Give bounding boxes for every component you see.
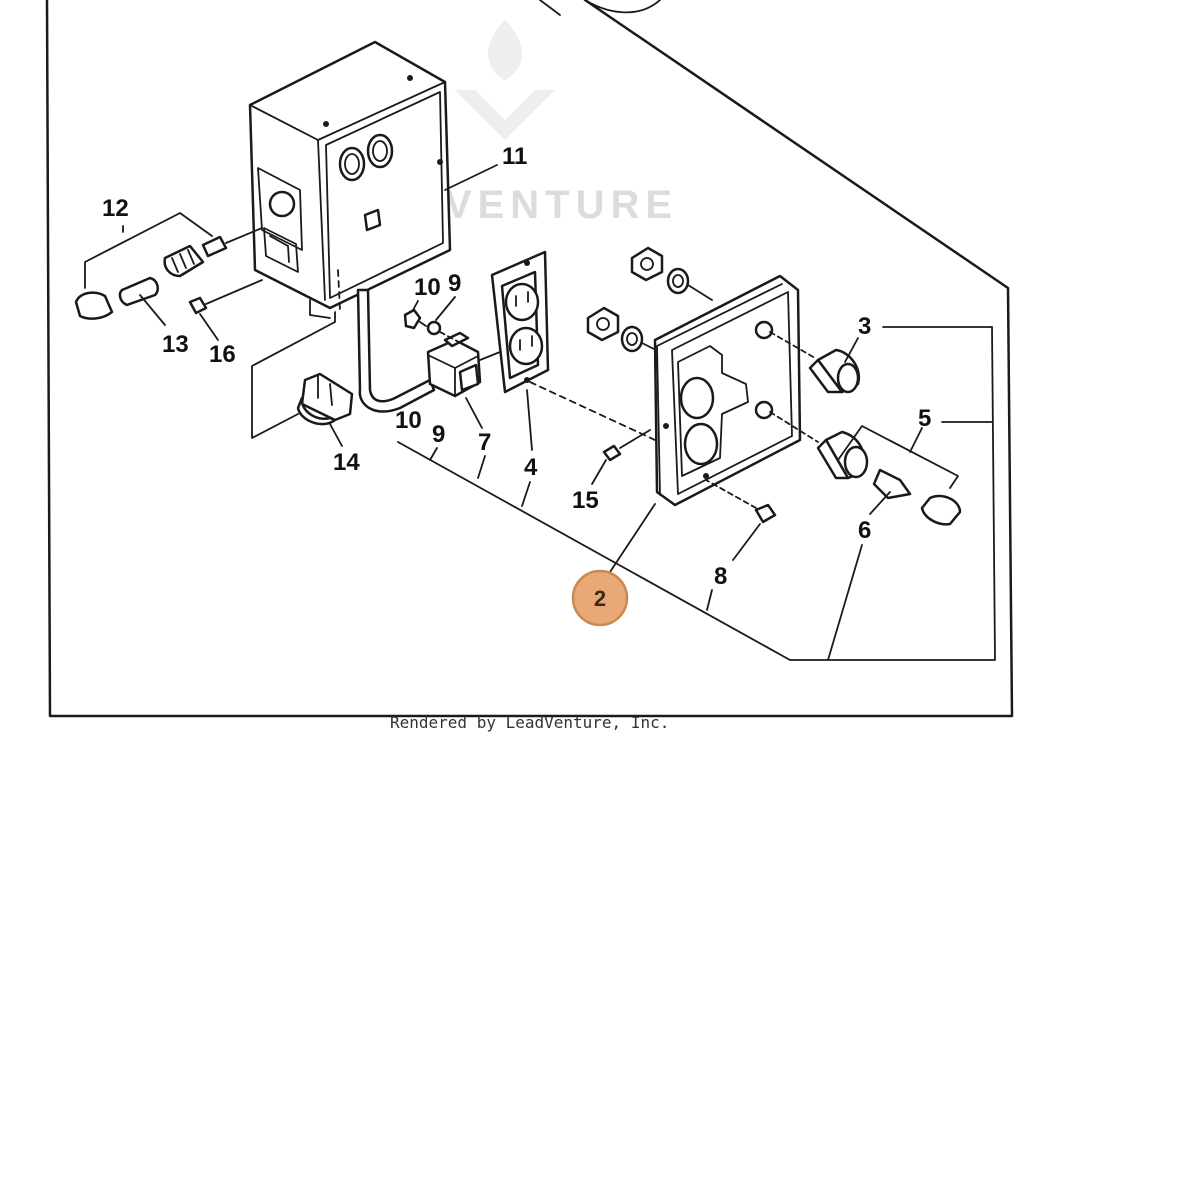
label-9-top: 9 [448, 270, 461, 297]
bracket-right [789, 326, 996, 661]
leader-7-bottom [477, 455, 486, 479]
cable-clamp [296, 372, 354, 426]
label-15: 15 [572, 487, 599, 514]
label-6: 6 [858, 517, 871, 544]
screw-8 [705, 479, 777, 524]
nuts-and-washers [586, 246, 713, 353]
leader-14 [329, 423, 343, 447]
leader-6-bottom [827, 544, 863, 661]
diagram-frame [45, 0, 1014, 718]
leader-2 [607, 503, 656, 576]
leader-10-top [412, 300, 419, 311]
indicator-lamp-assembly-left [74, 227, 263, 320]
label-9-bottom: 9 [432, 421, 445, 448]
leader-11 [444, 164, 498, 191]
leader-8 [732, 523, 761, 561]
label-16: 16 [209, 341, 236, 368]
label-12: 12 [102, 195, 129, 222]
label-3: 3 [858, 313, 871, 340]
leader-4-bottom [521, 481, 531, 507]
leader-4 [526, 389, 533, 451]
credit-text: Rendered by LeadVenture, Inc. [390, 713, 669, 732]
bracket-bottom [397, 441, 791, 661]
mounting-lines [251, 269, 341, 439]
leader-6 [869, 491, 891, 515]
duplex-receptacle [479, 250, 550, 394]
leader-15 [591, 459, 607, 485]
indicator-lamp-assembly-right [769, 411, 962, 526]
leader-9-bottom [429, 447, 438, 461]
leader-16 [199, 313, 219, 341]
leader-5 [909, 427, 923, 453]
leader-8-bottom [706, 589, 713, 611]
leader-7 [465, 397, 483, 429]
label-10-bottom: 10 [395, 407, 422, 434]
label-14: 14 [333, 449, 360, 476]
cable [356, 288, 436, 413]
leader-13 [139, 294, 166, 326]
label-2[interactable]: 2 [594, 586, 606, 611]
face-plate [653, 274, 802, 507]
leader-3 [844, 337, 859, 363]
control-box [248, 40, 452, 319]
label-13: 13 [162, 331, 189, 358]
label-4: 4 [524, 454, 538, 481]
leader-9-top [435, 296, 456, 321]
bracket-12 [84, 212, 213, 289]
label-8: 8 [714, 563, 727, 590]
screw-nut-upper [403, 308, 471, 349]
terminal-block [426, 331, 482, 398]
label-11: 11 [502, 143, 527, 170]
pilot-lamp-3 [769, 331, 861, 394]
label-7: 7 [478, 429, 491, 456]
label-5: 5 [918, 405, 931, 432]
screw-15 [602, 429, 651, 462]
label-10-top: 10 [414, 274, 441, 301]
dashed-receptacle-plate [529, 381, 656, 441]
watermark-logo [455, 20, 555, 140]
highlight-circle[interactable] [571, 569, 629, 627]
highlight-callout-2[interactable]: 2 [571, 569, 629, 627]
